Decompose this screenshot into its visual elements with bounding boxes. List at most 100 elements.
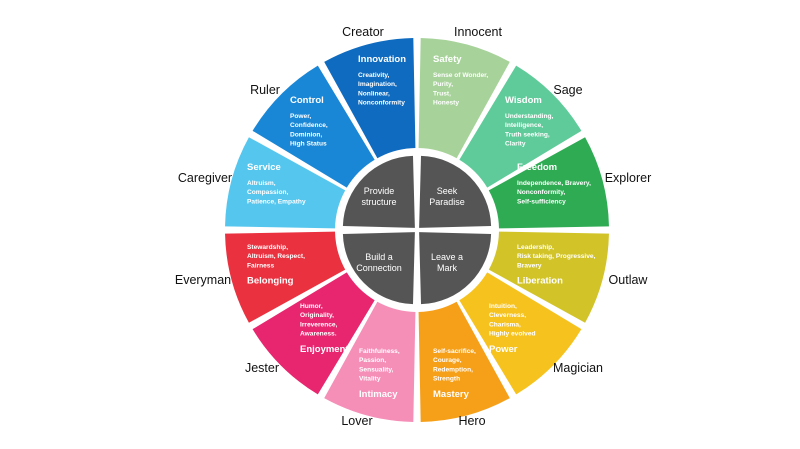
archetype-label-jester: Jester [245,361,279,375]
archetype-label-hero: Hero [458,414,485,428]
segment-desc-line: Independence, Bravery, [517,180,591,187]
segment-title-ruler: Control [290,95,324,106]
segment-desc-line: Originality, [300,312,334,319]
center-quadrant-label: Paradise [429,197,465,207]
segment-sage [459,65,582,188]
center-q-top-right [419,155,492,228]
segment-desc-line: Creativity, [358,72,390,79]
segment-title-explorer: Freedom [517,162,557,173]
archetype-label-outlaw: Outlaw [609,273,649,287]
segment-desc-line: Humor, [300,303,323,310]
archetype-label-explorer: Explorer [605,171,652,185]
segment-desc-line: Understanding, [505,113,554,120]
segment-desc-line: Truth seeking, [505,131,550,138]
segment-desc-line: Nonconformity [358,100,405,107]
segment-text-lover: Faithfulness, Passion, Sensuality, Vitality… [359,348,400,400]
archetype-labels: Creator InnocentSageExplorerOutlawMagicia… [175,25,651,428]
segment-lover [324,301,416,422]
segment-text-everyman: Stewardship, Altruism, Respect, FairnessBe… [247,244,305,287]
segment-desc-line: Altruism, Respect, [247,253,305,260]
segment-desc-line: Intuition, [489,303,517,310]
segment-desc-line: Cleverness, [489,312,526,319]
segment-desc-line: Honesty [433,100,459,107]
segment-text-jester: Humor, Originality, Irreverence, Awareness.… [300,303,349,355]
segment-desc-line: Passion, [359,357,386,364]
segment-desc-line: Dominion, [290,131,322,138]
segment-jester [252,272,375,395]
segment-text-outlaw: Leadership, Risk taking, Progressive, Brav… [517,244,596,287]
archetype-label-innocent: Innocent [454,25,502,39]
segment-desc-line: Intelligence, [505,122,543,129]
segment-title-everyman: Belonging [247,276,294,287]
center-quadrant-label: Seek [437,186,458,196]
segment-desc-line: Self-sufficiency [517,198,566,205]
center-quadrant-label: Leave a [431,252,463,262]
segment-title-hero: Mastery [433,389,470,400]
center-q-bottom-right [419,232,492,305]
archetype-label-caregiver: Caregiver [178,171,232,185]
segment-desc-line: Confidence, [290,122,328,129]
segment-desc-line: Vitality [359,376,381,383]
center-quadrant-label: Provide [364,186,395,196]
segment-innocent [418,38,510,159]
segment-desc-line: Power, [290,113,311,120]
segment-desc-line: Bravery [517,262,542,269]
segment-title-lover: Intimacy [359,389,398,400]
segment-desc-line: Faithfulness, [359,348,400,355]
center-quadrant-label: Connection [356,263,402,273]
segment-ruler [252,65,375,188]
archetype-label-sage: Sage [553,83,582,97]
segment-title-sage: Wisdom [505,95,542,106]
segment-desc-line: Altruism, [247,180,276,187]
segment-desc-line: Risk taking, Progressive, [517,253,596,260]
segment-creator [324,38,416,159]
archetype-label-magician: Magician [553,361,603,375]
segment-desc-line: Patience, Empathy [247,198,306,205]
segment-text-hero: Self-sacrifice,Courage,Redemption,Streng… [433,348,476,400]
segment-desc-line: Purity, [433,81,453,88]
segment-desc-line: Redemption, [433,366,473,373]
segment-text-magician: Intuition,Cleverness,Charisma,Highly evo… [489,303,536,355]
segment-desc-line: Sensuality, [359,366,393,373]
segment-desc-line: High Status [290,141,327,148]
segment-title-innocent: Safety [433,54,462,65]
segment-desc-line: Fairness [247,262,274,269]
segment-desc-line: Sense of Wonder, [433,72,488,79]
center-q-bottom-left [342,232,415,305]
archetype-label-everyman: Everyman [175,273,231,287]
segment-caregiver [225,137,346,229]
center-quadrant-label: structure [361,197,396,207]
archetype-label-creator: Creator [342,25,384,39]
center-quadrant-label: Mark [437,263,457,273]
segment-desc-line: Nonconformity, [517,189,565,196]
segment-title-jester: Enjoyment [300,344,349,355]
segment-title-outlaw: Liberation [517,276,563,287]
segment-desc-line: Awareness. [300,331,337,338]
archetype-label-ruler: Ruler [250,83,280,97]
segment-desc-line: Highly evolved [489,331,536,338]
segment-desc-line: Nonlinear, [358,90,390,97]
segment-explorer [488,137,609,229]
segment-desc-line: Strength [433,376,460,383]
segment-hero [418,301,510,422]
segment-title-caregiver: Service [247,162,281,173]
segment-desc-line: Leadership, [517,244,554,251]
segment-desc-line: Trust, [433,90,451,97]
archetype-label-lover: Lover [341,414,372,428]
segment-title-creator: Innovation [358,54,406,65]
segment-desc-line: Imagination, [358,81,397,88]
segment-desc-line: Irreverence, [300,321,338,328]
segment-desc-line: Stewardship, [247,244,288,251]
segment-everyman [225,231,346,323]
segment-title-magician: Power [489,344,518,355]
center-q-top-left [342,155,415,228]
segment-desc-line: Courage, [433,357,462,364]
